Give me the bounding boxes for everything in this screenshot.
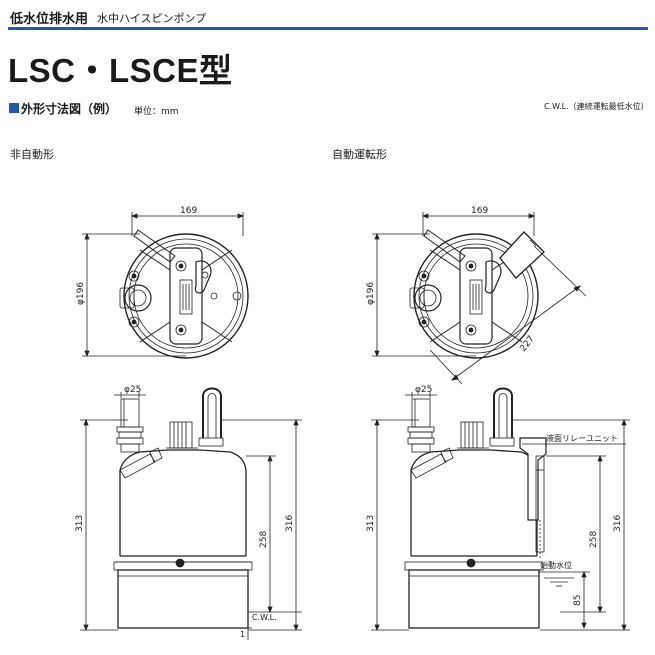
right-side-view bbox=[371, 387, 630, 632]
left-top-diameter: φ196 bbox=[76, 282, 86, 305]
left-height-cwl: 258 bbox=[259, 531, 269, 548]
left-height-total: 313 bbox=[75, 515, 85, 532]
cwl-note: C.W.L.（連続運転最低水位） bbox=[544, 102, 649, 111]
right-top-width: 169 bbox=[471, 206, 488, 216]
section-unit: 単位：mm bbox=[134, 107, 179, 117]
right-diagonal: 227 bbox=[518, 334, 536, 354]
section-title: 外形寸法図（例） bbox=[21, 102, 118, 116]
left-top-width: 169 bbox=[180, 206, 197, 216]
left-outlet: φ25 bbox=[124, 385, 141, 395]
left-bottom-gap: 1 bbox=[240, 630, 245, 639]
header-category: 低水位排水用 bbox=[10, 12, 89, 27]
left-side-view bbox=[80, 387, 302, 640]
header-description: 水中ハイスピンポンプ bbox=[97, 12, 207, 25]
left-height-outlet: 316 bbox=[285, 515, 295, 532]
model-title: LSC・LSCE型 bbox=[8, 52, 233, 89]
label-non-automatic: 非自動形 bbox=[10, 148, 54, 161]
right-top-view bbox=[372, 212, 587, 385]
right-top-diameter: φ196 bbox=[366, 282, 376, 305]
right-start-level-height: 85 bbox=[573, 595, 583, 606]
header-rule bbox=[8, 27, 648, 30]
right-start-level-label: 始動水位 bbox=[540, 560, 572, 570]
left-top-view bbox=[82, 212, 249, 359]
section-marker-icon bbox=[9, 103, 19, 113]
right-height-outlet: 316 bbox=[613, 515, 623, 532]
left-cwl-label: C.W.L. bbox=[252, 613, 277, 622]
label-automatic: 自動運転形 bbox=[332, 148, 387, 161]
right-height-total: 313 bbox=[366, 515, 376, 532]
right-outlet: φ25 bbox=[415, 385, 432, 395]
right-height-cwl: 258 bbox=[589, 531, 599, 548]
right-relay-label: 液面リレーユニット bbox=[546, 433, 618, 443]
